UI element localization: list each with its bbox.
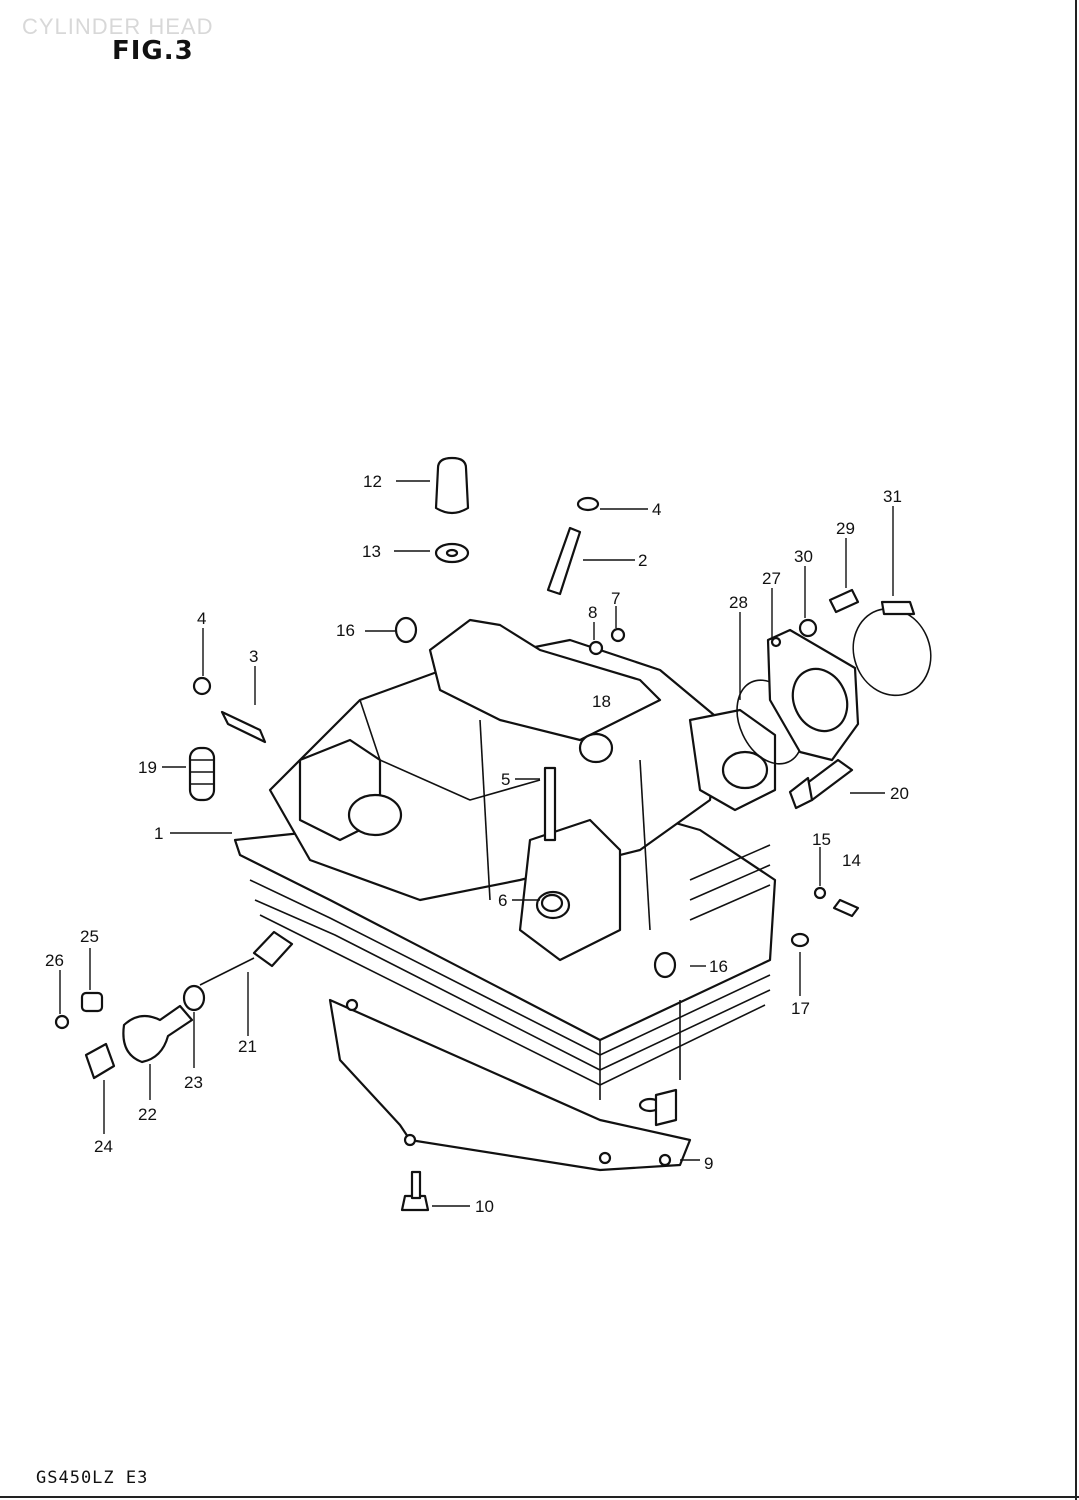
callout-31: 31	[883, 487, 902, 506]
part-5-bolt	[543, 766, 557, 842]
callout-labels: 12 13 4 2 4 3 16 19 1 8 7 18 5 6 28 27 3…	[45, 472, 909, 1216]
model-code: GS450LZ E3	[36, 1468, 149, 1488]
figure-label: FIG.3	[112, 36, 194, 66]
callout-29: 29	[836, 519, 855, 538]
cylinder-head-body	[233, 618, 777, 1172]
leader-lines	[59, 480, 894, 1207]
callout-10: 10	[475, 1197, 494, 1216]
callout-27: 27	[762, 569, 781, 588]
callout-4-left: 4	[197, 609, 206, 628]
part-31-clamp	[852, 600, 932, 697]
callout-3: 3	[249, 647, 258, 666]
callout-16-bottom: 16	[709, 957, 728, 976]
part-29-screw	[828, 588, 860, 614]
part-26-screw	[54, 1014, 70, 1030]
callout-6: 6	[498, 891, 507, 910]
page-border-bottom	[0, 1496, 1079, 1498]
callout-30: 30	[794, 547, 813, 566]
callout-4-top: 4	[652, 500, 661, 519]
callout-14: 14	[842, 851, 861, 870]
part-2-stud	[546, 526, 582, 596]
part-4-lower-clip	[192, 676, 212, 696]
callout-23: 23	[184, 1073, 203, 1092]
part-22-cap	[122, 1004, 194, 1064]
callout-2: 2	[638, 551, 647, 570]
part-27-intake-pipe	[766, 628, 860, 762]
callout-13: 13	[362, 542, 381, 561]
callout-28: 28	[729, 593, 748, 612]
callout-18: 18	[592, 692, 611, 711]
callout-5: 5	[501, 770, 510, 789]
part-9-dowel	[654, 1088, 678, 1127]
part-23-o-ring	[182, 984, 206, 1012]
part-3-dowel	[220, 710, 267, 744]
callout-17: 17	[791, 999, 810, 1018]
part-21-union	[199, 930, 294, 986]
callout-20: 20	[890, 784, 909, 803]
callout-21: 21	[238, 1037, 257, 1056]
callout-26: 26	[45, 951, 64, 970]
part-16-lower-grommet	[653, 951, 677, 979]
callout-12: 12	[363, 472, 382, 491]
part-19-spring	[188, 746, 216, 802]
section-title: CYLINDER HEAD	[22, 14, 214, 39]
part-13-washer	[434, 542, 470, 564]
callout-22: 22	[138, 1105, 157, 1124]
part-7-8-screws	[588, 627, 626, 656]
part-25-nut	[80, 991, 104, 1013]
part-10-bolt	[400, 1170, 430, 1212]
part-14-15-screw	[813, 886, 860, 918]
callout-8: 8	[588, 603, 597, 622]
callout-16-top: 16	[336, 621, 355, 640]
part-20-sensor	[788, 758, 854, 810]
part-12-cap-nut	[434, 456, 470, 515]
part-16-upper-grommet	[394, 616, 418, 644]
part-6-plug	[540, 893, 564, 913]
part-24-plug	[84, 1042, 116, 1080]
callout-1: 1	[154, 824, 163, 843]
callout-24: 24	[94, 1137, 113, 1156]
callout-25: 25	[80, 927, 99, 946]
callout-15: 15	[812, 830, 831, 849]
part-4-upper-clip	[576, 496, 600, 512]
callout-7: 7	[611, 589, 620, 608]
callout-19: 19	[138, 758, 157, 777]
page-border-right	[1075, 0, 1077, 1500]
part-30-nut	[798, 618, 818, 638]
part-17-washer	[790, 932, 810, 948]
callout-9: 9	[704, 1154, 713, 1173]
